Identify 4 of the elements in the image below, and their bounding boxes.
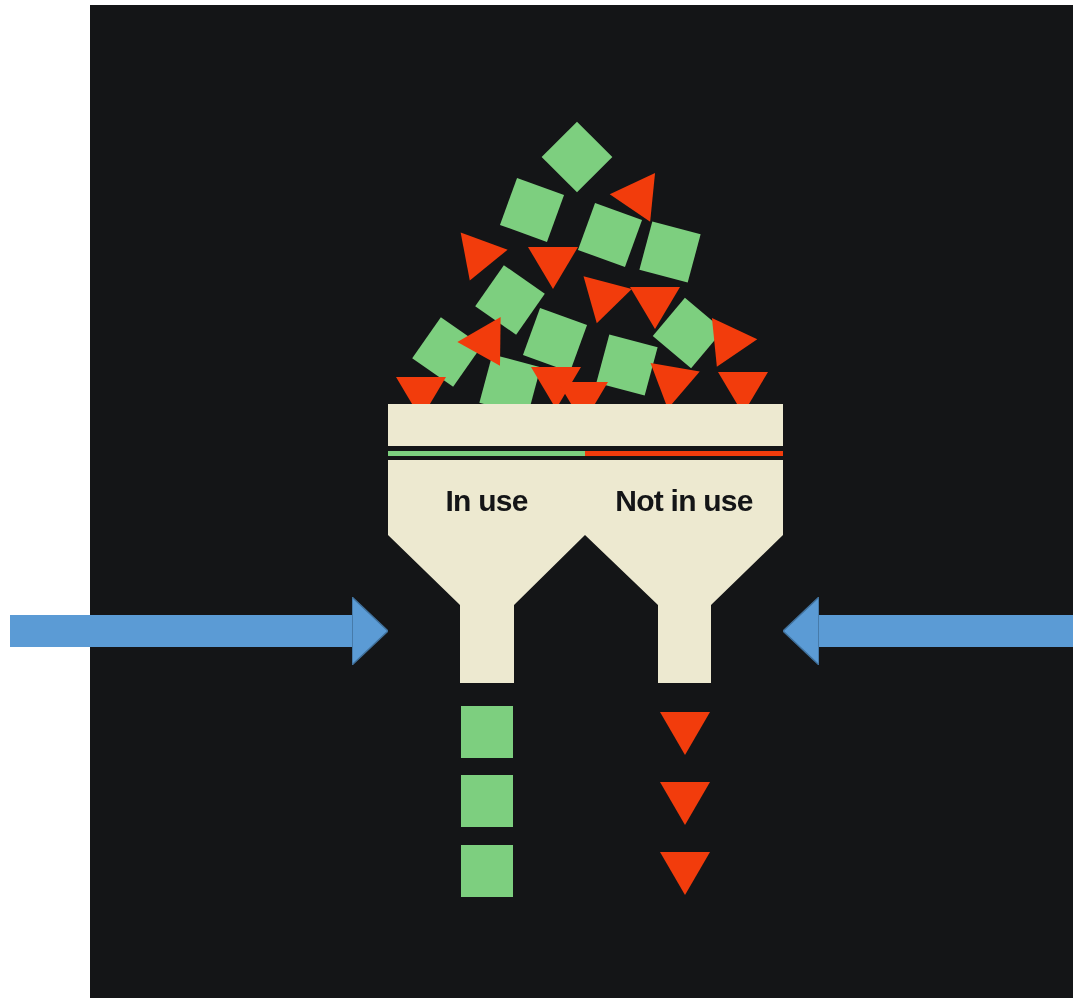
hopper-label: Not in use — [615, 486, 753, 516]
hopper-label: In use — [445, 486, 528, 516]
hopper-chute — [388, 460, 585, 683]
hopper-chute — [585, 460, 783, 683]
